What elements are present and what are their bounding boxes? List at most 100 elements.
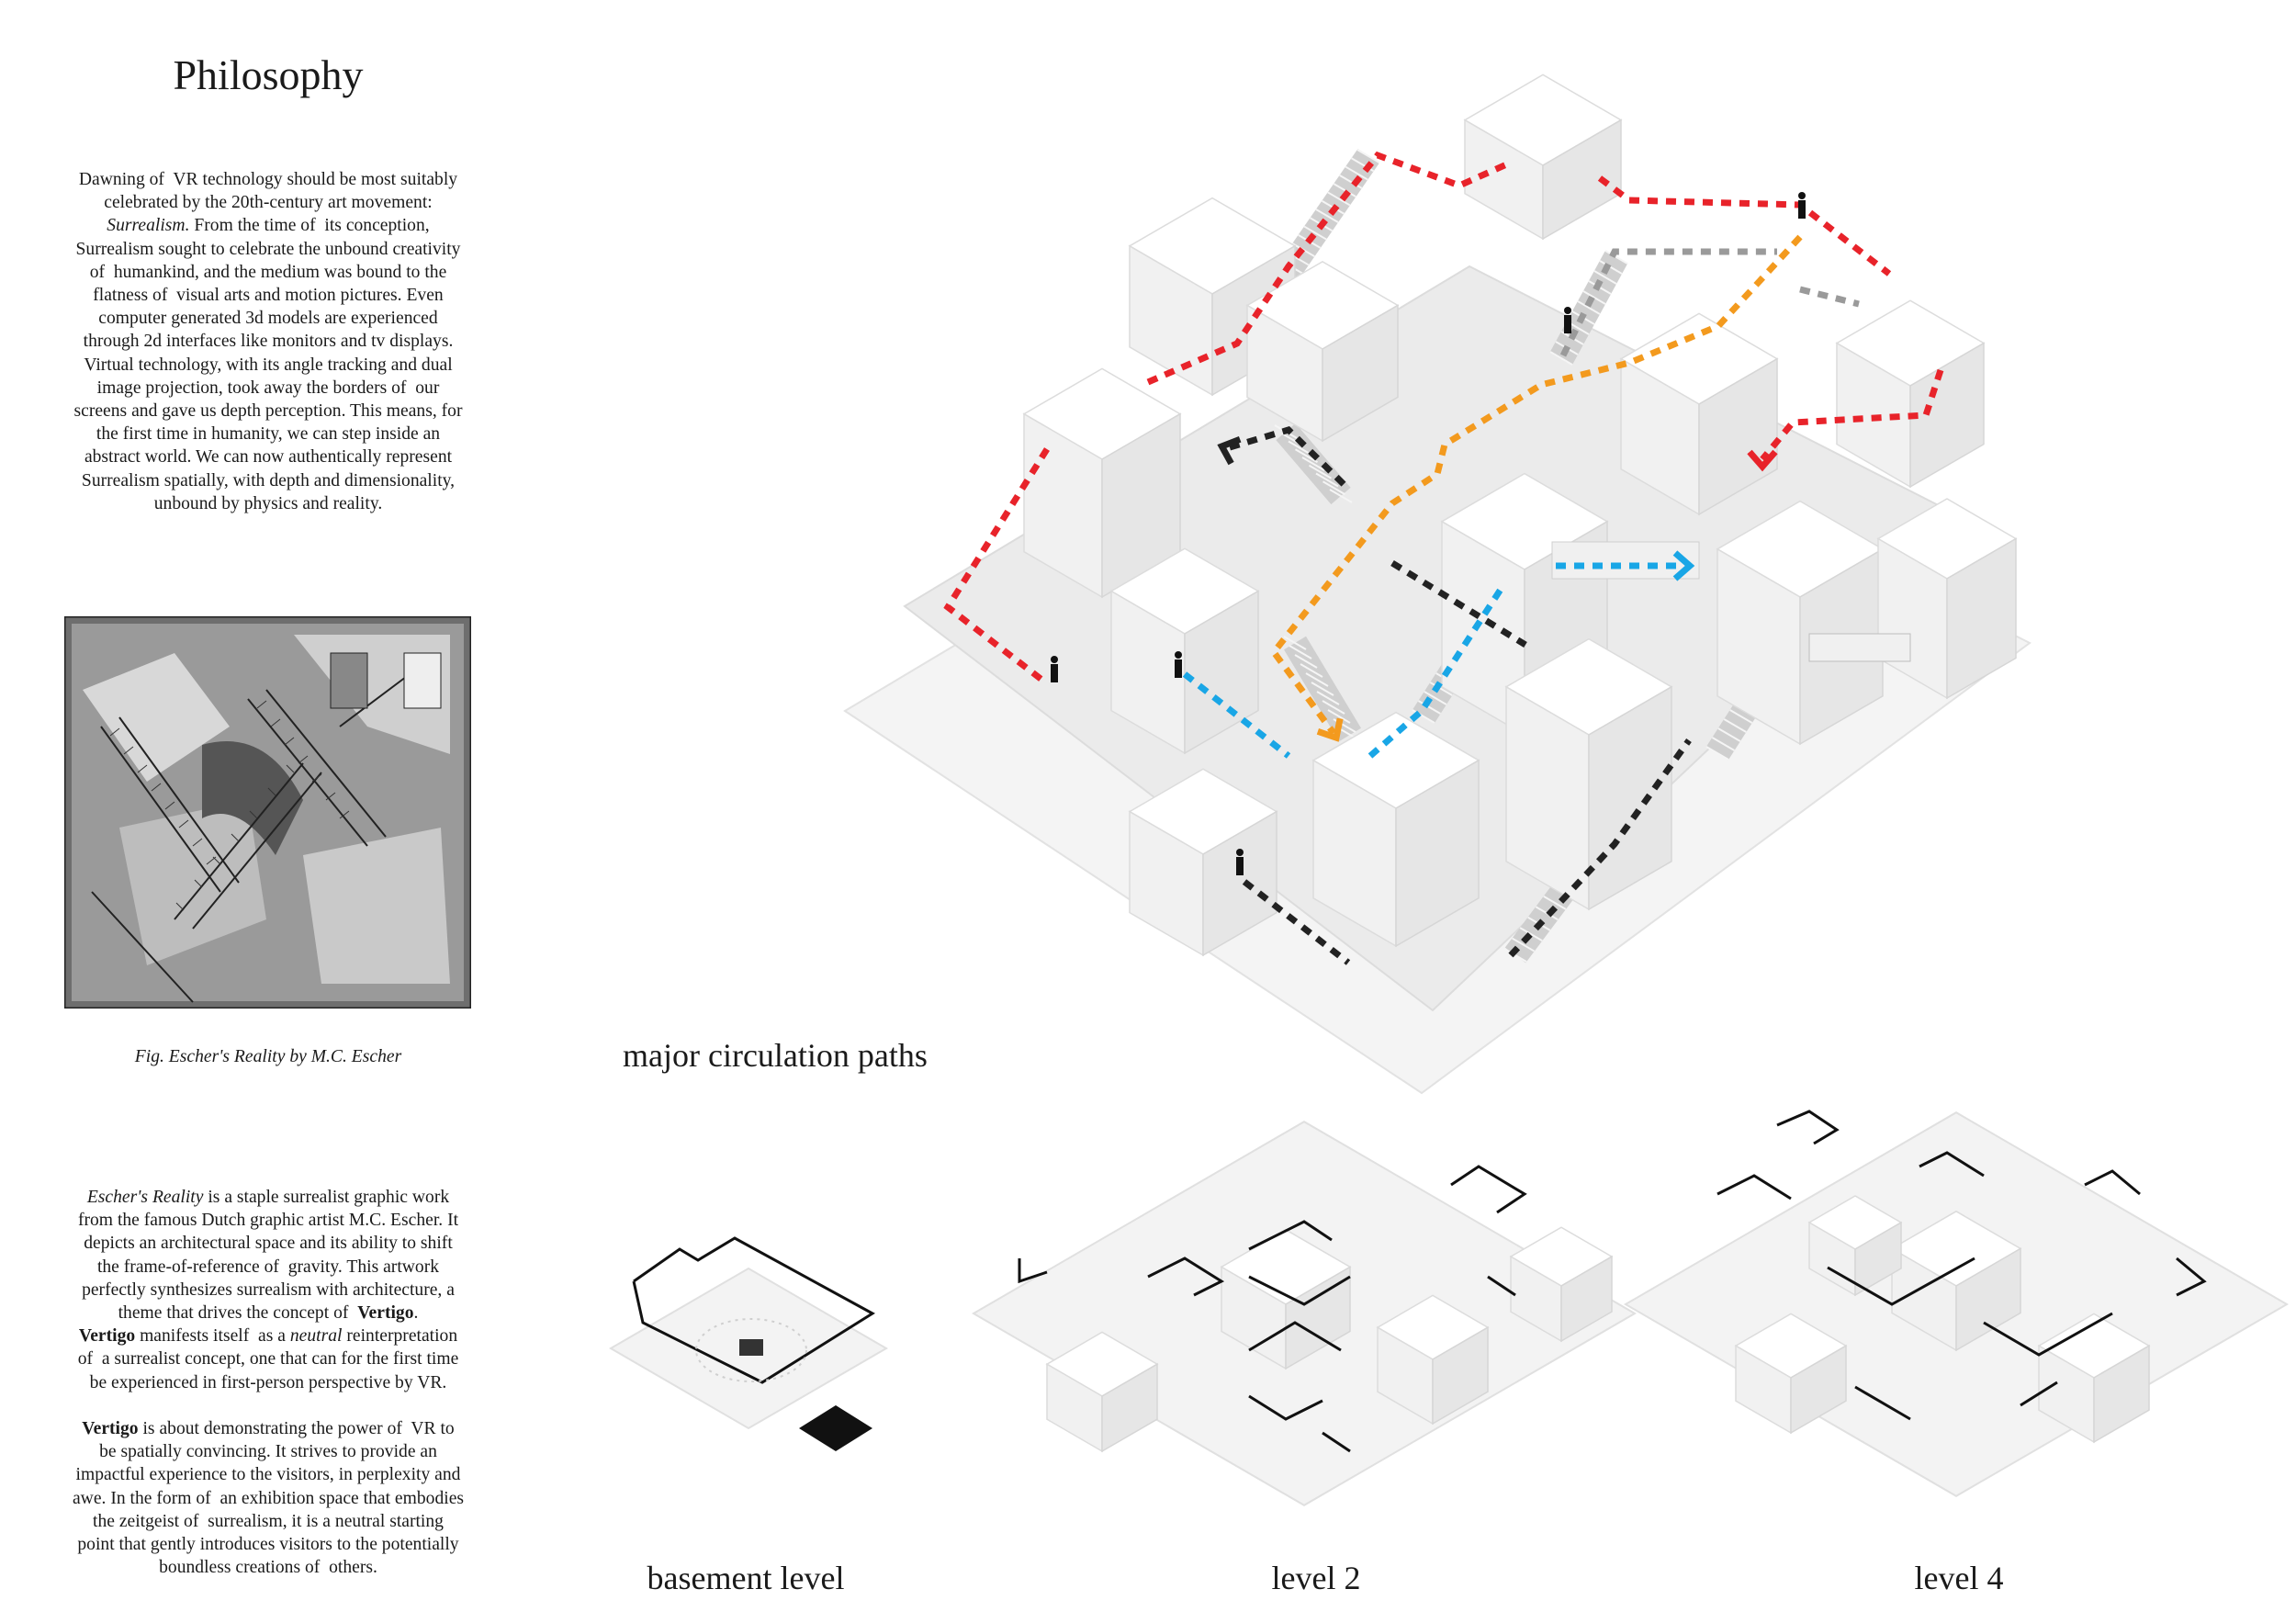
text-line: Virtual technology, with its angle track… bbox=[29, 354, 507, 377]
red-path-right bbox=[1760, 368, 1944, 462]
bold-text: Vertigo bbox=[82, 1419, 139, 1439]
text-segment: Surrealism sought to celebrate the unbou… bbox=[75, 239, 461, 259]
red-path-right-top bbox=[1597, 175, 1892, 276]
text-segment: screens and gave us depth perception. Th… bbox=[73, 401, 463, 422]
balcony bbox=[1808, 633, 1911, 662]
stair-step bbox=[1327, 709, 1351, 724]
level2-wall bbox=[1248, 1275, 1351, 1306]
main-diagram-label: major circulation paths bbox=[623, 1037, 928, 1074]
level2-wall bbox=[1248, 1321, 1342, 1352]
text-segment: is a staple surrealist graphic work bbox=[203, 1188, 450, 1207]
cube-bottom-right bbox=[1395, 759, 1480, 948]
text-line: image projection, took away the borders … bbox=[29, 377, 507, 400]
level4-wall bbox=[1854, 1385, 1911, 1421]
italic-text: Escher's Reality bbox=[86, 1188, 204, 1207]
text-line: from the famous Dutch graphic artist M.C… bbox=[29, 1209, 507, 1232]
gray-path-short bbox=[1799, 286, 1860, 308]
cube-bottom-right-right bbox=[1588, 685, 1672, 911]
blue-path-stair bbox=[1367, 583, 1506, 759]
level2-wall bbox=[1018, 1258, 1048, 1284]
level2-wall bbox=[1450, 1165, 1527, 1214]
bold-text: Vertigo bbox=[78, 1326, 136, 1347]
stair-step bbox=[1604, 250, 1628, 265]
text-segment: From the time of its conception, bbox=[189, 216, 430, 236]
text-line: the first time in humanity, we can step … bbox=[29, 423, 507, 445]
stair-step bbox=[1512, 937, 1536, 952]
person-head bbox=[1798, 192, 1806, 199]
stair-step bbox=[1519, 927, 1543, 942]
black-path-mid bbox=[1390, 560, 1527, 648]
black-path-bottom-right bbox=[1508, 738, 1692, 958]
black-arrow bbox=[1217, 436, 1242, 466]
person-figure bbox=[1051, 656, 1058, 682]
text-segment: awe. In the form of an exhibition space … bbox=[72, 1488, 465, 1508]
text-segment: image projection, took away the borders … bbox=[96, 378, 440, 398]
text-segment: the frame-of-reference of gravity. This … bbox=[96, 1257, 440, 1277]
stair-step bbox=[1582, 290, 1606, 305]
level4-block-right bbox=[1790, 1344, 1847, 1435]
level4-wall bbox=[2176, 1257, 2207, 1297]
person-figure bbox=[1564, 307, 1571, 333]
person-body bbox=[1564, 315, 1571, 333]
level4-block-right bbox=[2093, 1344, 2150, 1444]
main-axonometric-model bbox=[843, 73, 2032, 1095]
text-line: impactful experience to the visitors, in… bbox=[29, 1463, 507, 1486]
text-segment: through 2d interfaces like monitors and … bbox=[83, 332, 454, 352]
concept-paragraph: Escher's Reality is a staple surrealist … bbox=[29, 1186, 507, 1579]
stair-step bbox=[1289, 645, 1312, 659]
stair-step bbox=[1294, 654, 1318, 669]
person-body bbox=[1798, 200, 1806, 219]
black-path-bottom-left bbox=[1242, 879, 1351, 965]
cube-far-right-right bbox=[1946, 537, 2017, 700]
text-segment: Surrealism spatially, with depth and dim… bbox=[81, 470, 456, 490]
text-line: of a surrealist concept, one that can fo… bbox=[29, 1347, 507, 1370]
level4-block-right bbox=[1955, 1247, 2021, 1352]
arrow-head bbox=[1316, 717, 1344, 742]
basement-level-plan bbox=[609, 1236, 888, 1451]
text-line: theme that drives the concept of Vertigo… bbox=[29, 1302, 507, 1324]
bridge bbox=[1551, 541, 1700, 580]
escher-artwork bbox=[64, 616, 471, 1009]
person-head bbox=[1175, 651, 1182, 659]
text-line: unbound by physics and reality. bbox=[29, 492, 507, 515]
text-segment: is about demonstrating the power of VR t… bbox=[138, 1419, 455, 1439]
text-segment: unbound by physics and reality. bbox=[153, 493, 383, 513]
stair-step bbox=[1417, 700, 1441, 715]
level4-block-right bbox=[1854, 1221, 1902, 1297]
level4-wall bbox=[1716, 1174, 1792, 1200]
level4-wall bbox=[1983, 1312, 2113, 1357]
italic-text: neutral bbox=[289, 1326, 343, 1347]
stair-step bbox=[1315, 472, 1339, 488]
text-line: Escher's Reality is a staple surrealist … bbox=[29, 1186, 507, 1209]
cube-right-right bbox=[1698, 357, 1778, 516]
level-4-label: level 4 bbox=[1914, 1560, 2004, 1596]
cube-mid-left-right bbox=[1184, 590, 1259, 755]
text-line: Surrealism sought to celebrate the unbou… bbox=[29, 238, 507, 261]
level-4-plan bbox=[1624, 1110, 2289, 1497]
arrow-head bbox=[1747, 449, 1778, 472]
text-line: perfectly synthesizes surrealism with ar… bbox=[29, 1279, 507, 1302]
stair-step bbox=[1308, 464, 1333, 479]
bold-text: Vertigo bbox=[357, 1303, 414, 1324]
text-segment: the first time in humanity, we can step … bbox=[96, 424, 441, 445]
text-segment: of humankind, and the medium was bound t… bbox=[89, 262, 447, 282]
stair-step bbox=[1424, 691, 1447, 705]
red-path-left bbox=[943, 447, 1050, 684]
level4-wall bbox=[1919, 1151, 1985, 1178]
stair-step bbox=[1503, 948, 1527, 963]
level4-wall bbox=[1827, 1257, 1975, 1306]
text-segment: be experienced in first-person perspecti… bbox=[89, 1372, 447, 1392]
text-segment: flatness of visual arts and motion pictu… bbox=[93, 286, 444, 306]
red-arrow bbox=[1747, 449, 1778, 472]
blue-arrow bbox=[1672, 550, 1695, 581]
text-segment: manifests itself as a bbox=[135, 1326, 290, 1347]
level2-block-right bbox=[1101, 1362, 1158, 1453]
text-line: through 2d interfaces like monitors and … bbox=[29, 330, 507, 353]
page-title: Philosophy bbox=[173, 51, 364, 98]
level4-wall bbox=[1776, 1110, 1840, 1145]
text-line: Vertigo manifests itself as a neutral re… bbox=[29, 1324, 507, 1347]
person-figure bbox=[1175, 651, 1182, 678]
level4-wall bbox=[2020, 1381, 2058, 1407]
text-segment: Virtual technology, with its angle track… bbox=[84, 355, 453, 375]
